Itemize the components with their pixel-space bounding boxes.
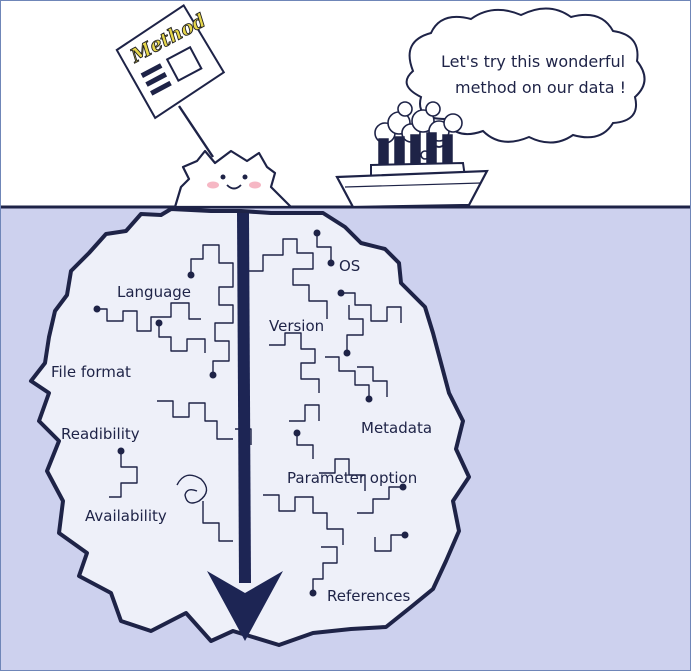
label-metadata: Metadata xyxy=(361,419,432,437)
label-version: Version xyxy=(269,317,324,335)
iceberg-eye-right xyxy=(243,175,248,180)
sign-pole xyxy=(179,106,213,157)
label-references: References xyxy=(327,587,411,605)
iceberg-tip xyxy=(175,151,291,207)
label-parameter-option: Parameter option xyxy=(287,469,417,487)
ship xyxy=(337,163,487,207)
bubble-line-1: Let's try this wonderful xyxy=(441,52,625,71)
descent-arrow-shaft xyxy=(237,213,251,583)
iceberg-cheek-right xyxy=(249,182,261,189)
label-readibility: Readibility xyxy=(61,425,140,443)
label-language: Language xyxy=(117,283,191,301)
label-file-format: File format xyxy=(51,363,131,381)
iceberg-eye-left xyxy=(221,175,226,180)
label-os: OS xyxy=(339,257,360,275)
iceberg-cheek-left xyxy=(207,182,219,189)
label-availability: Availability xyxy=(85,507,167,525)
method-sign: Method xyxy=(113,1,234,119)
bubble-line-2: method on our data ! xyxy=(455,78,626,97)
